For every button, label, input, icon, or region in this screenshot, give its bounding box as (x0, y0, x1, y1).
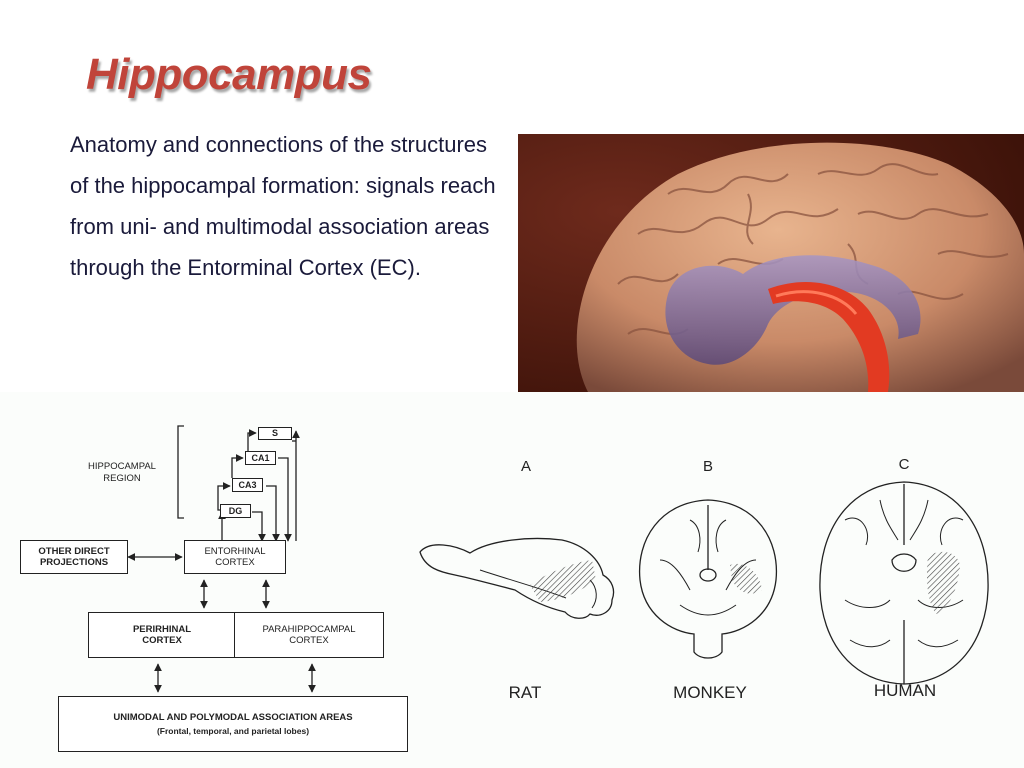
species-letter-c: C (898, 456, 910, 473)
slide-description: Anatomy and connections of the structure… (70, 132, 496, 280)
monkey-hippocampus-shading (730, 563, 762, 594)
box-ca3: CA3 (232, 478, 263, 492)
species-letter-a: A (520, 458, 531, 475)
species-name-monkey: MONKEY (673, 683, 747, 702)
species-name-rat: RAT (508, 683, 542, 702)
hippocampal-region-label: HIPPOCAMPAL REGION (88, 461, 156, 484)
box-ca1: CA1 (245, 451, 276, 465)
association-subtitle: (Frontal, temporal, and parietal lobes) (156, 725, 310, 736)
species-brains (419, 481, 989, 685)
flow-connectors (127, 425, 316, 693)
box-other-direct-projections: OTHER DIRECT PROJECTIONS (20, 540, 128, 574)
box-entorhinal-cortex: ENTORHINAL CORTEX (184, 540, 286, 574)
box-association-areas: UNIMODAL AND POLYMODAL ASSOCIATION AREAS… (58, 696, 408, 752)
box-parahippocampal-cortex: PARAHIPPOCAMPAL CORTEX (234, 612, 384, 658)
rat-hippocampus-shading (530, 560, 596, 602)
box-subiculum: S (258, 427, 292, 440)
species-letter-b: B (702, 458, 713, 475)
box-dg: DG (220, 504, 251, 518)
brain-illustration (518, 134, 1024, 392)
slide-title: Hippocampus (86, 50, 372, 99)
human-hippocampus-shading (926, 551, 960, 614)
association-title: UNIMODAL AND POLYMODAL ASSOCIATION AREAS (113, 711, 353, 723)
human-brain-drawing (819, 481, 989, 685)
box-perirhinal-cortex: PERIRHINAL CORTEX (88, 612, 236, 658)
monkey-brain-drawing (638, 499, 778, 659)
species-name-human: HUMAN (873, 681, 937, 700)
